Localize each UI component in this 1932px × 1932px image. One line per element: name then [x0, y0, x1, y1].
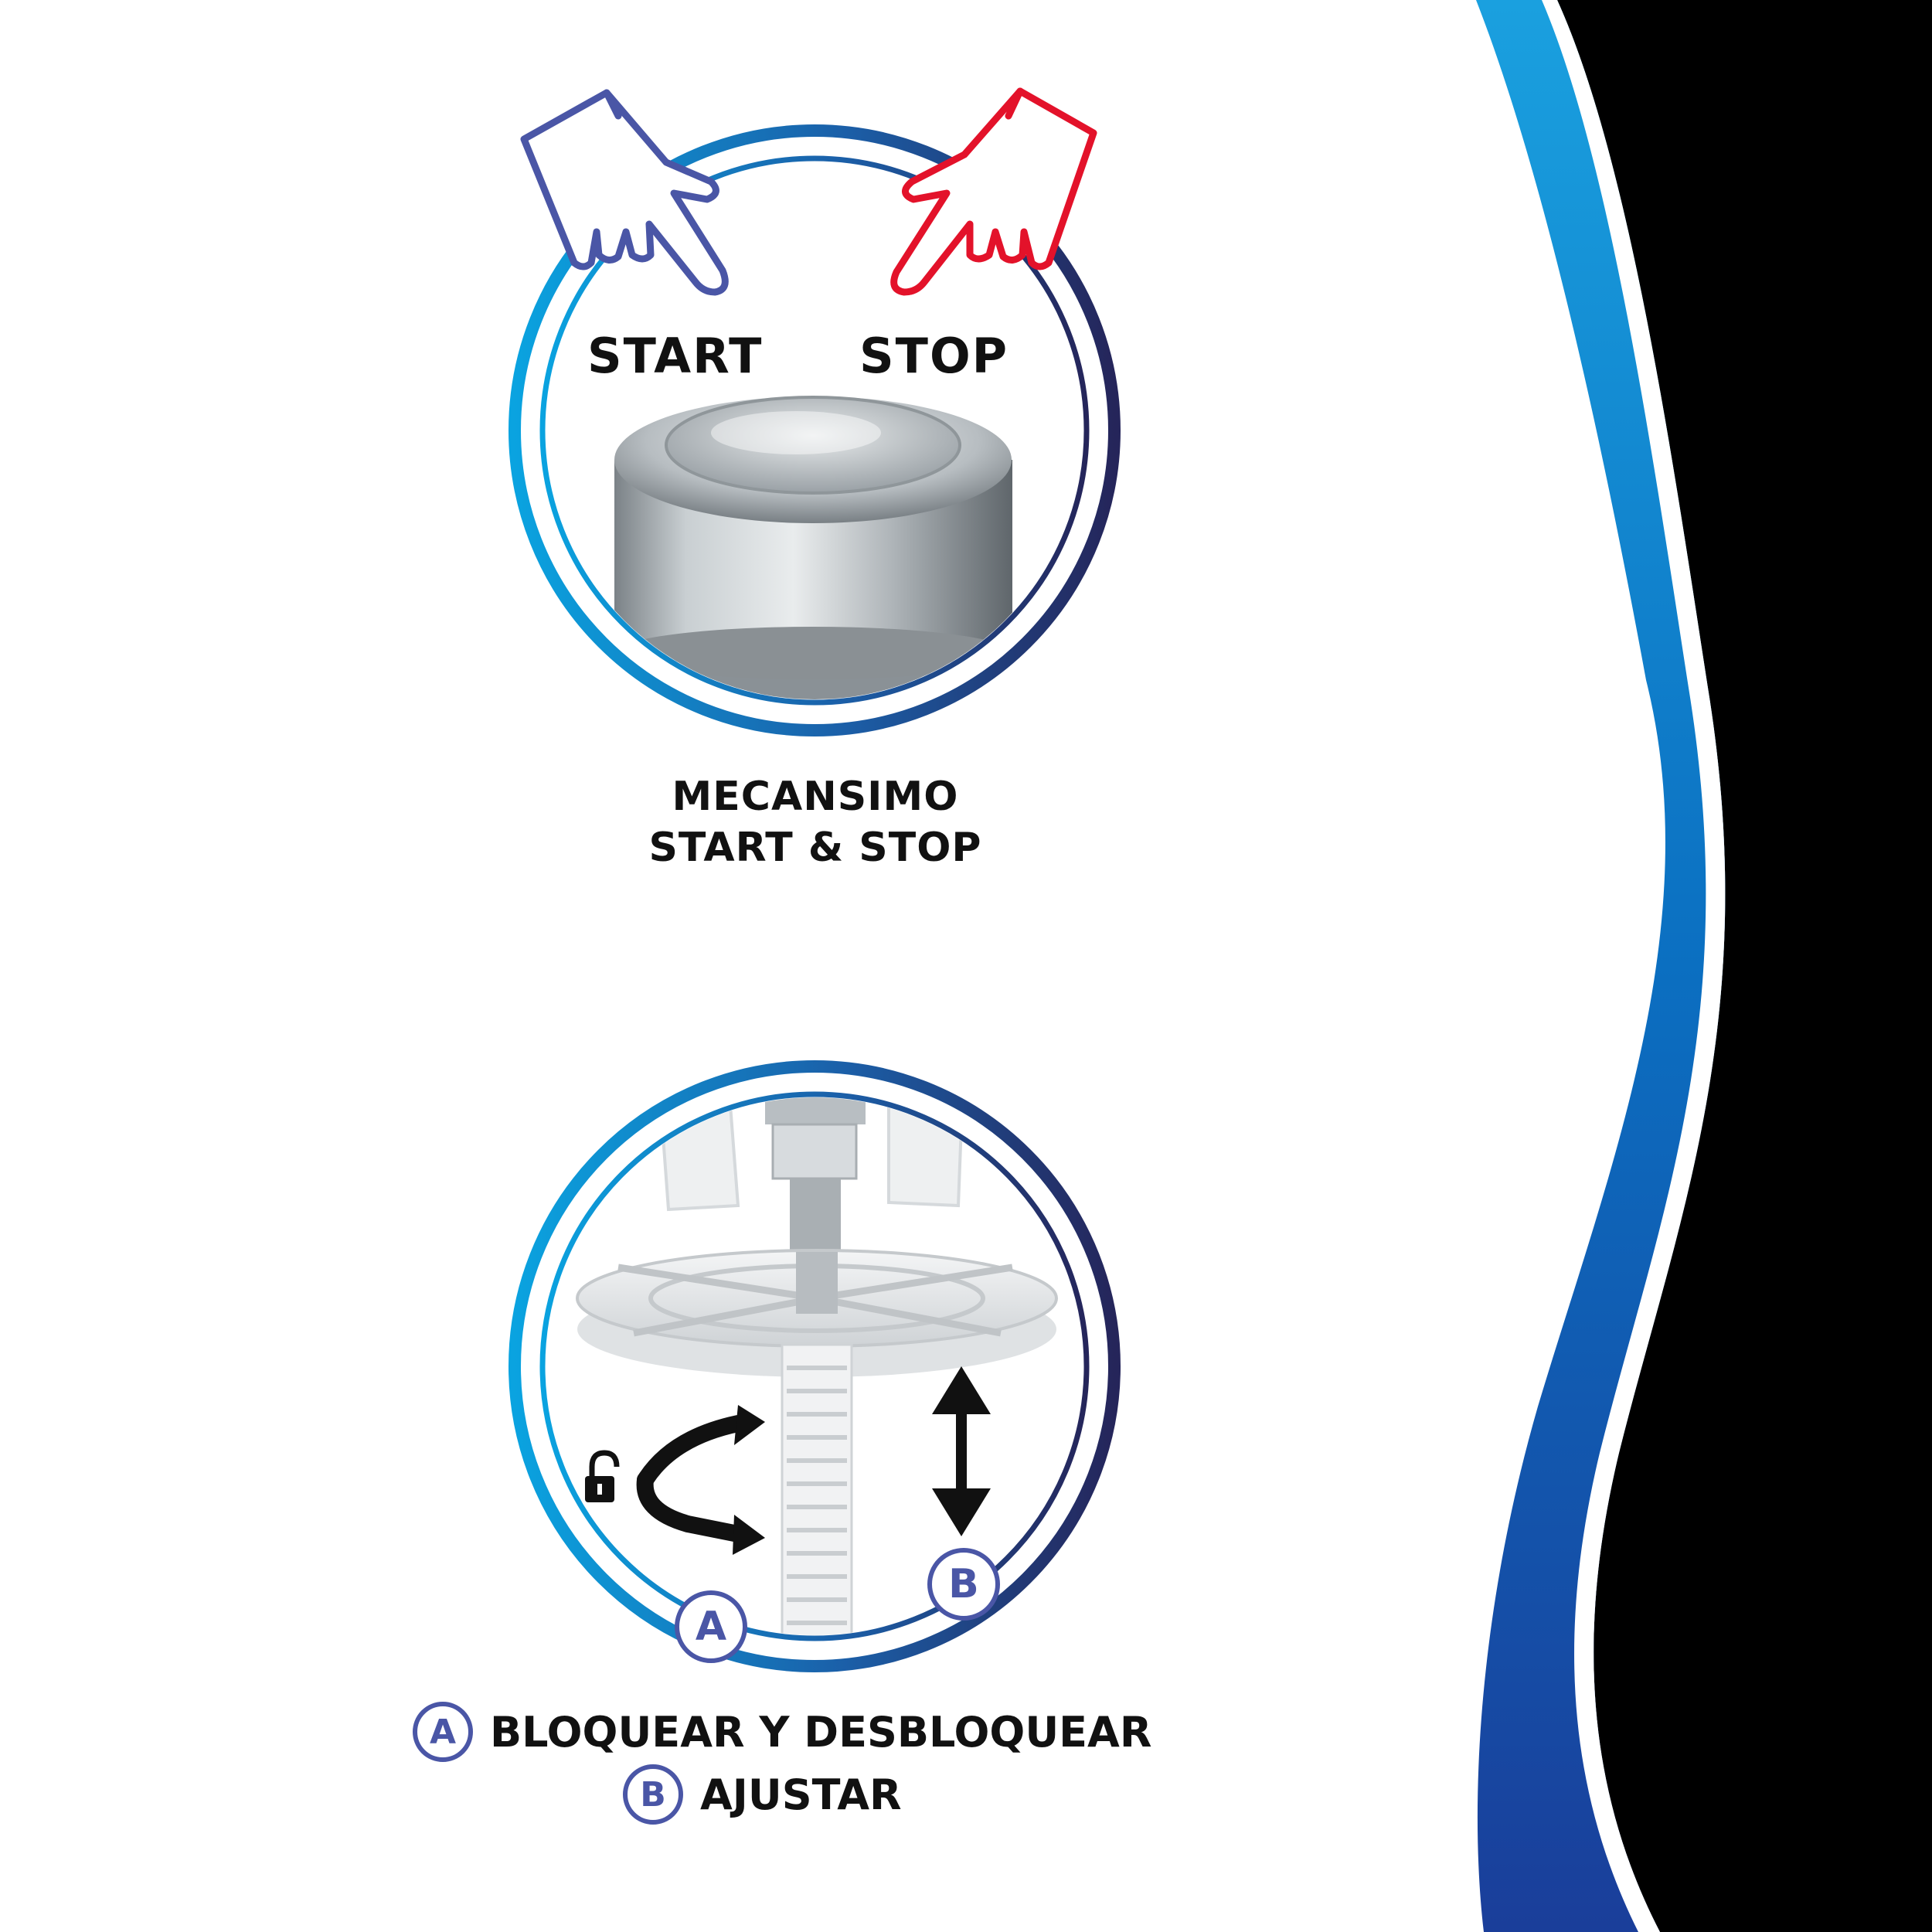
legend-text-b: AJUSTAR	[700, 1770, 902, 1819]
caption-line-2: START & STOP	[648, 825, 982, 871]
open-padlock-icon	[585, 1450, 620, 1502]
decorative-wave	[1476, 0, 1932, 1932]
legend-text-a: BLOQUEAR Y DESBLOQUEAR	[490, 1707, 1152, 1757]
badge-a-marker: A	[675, 1590, 747, 1663]
pointing-hand-icon	[520, 89, 729, 296]
start-label: START	[587, 328, 764, 384]
vertical-double-arrow-icon	[932, 1366, 991, 1536]
badge-b: B	[623, 1764, 683, 1825]
start-stop-circle	[509, 124, 1121, 736]
mechanism-caption: MECANSIMO START & STOP	[0, 771, 1631, 873]
badge-a: A	[413, 1702, 473, 1762]
legend-item-b: B AJUSTAR	[623, 1764, 902, 1825]
pointing-hand-icon	[890, 87, 1097, 296]
push-button-image	[614, 396, 1012, 699]
mechanism-image	[576, 1097, 1058, 1635]
legend-item-a: A BLOQUEAR Y DESBLOQUEAR	[413, 1702, 1151, 1762]
stop-label: STOP	[859, 328, 1009, 384]
adjust-circle	[509, 1060, 1121, 1672]
curved-rotate-arrow-icon	[636, 1415, 747, 1543]
caption-line-1: MECANSIMO	[672, 774, 959, 820]
badge-b-marker: B	[927, 1548, 1000, 1621]
